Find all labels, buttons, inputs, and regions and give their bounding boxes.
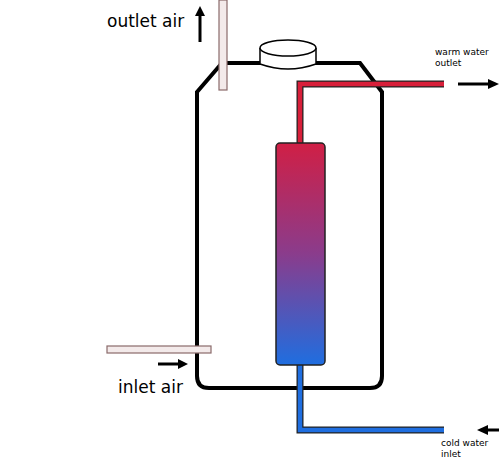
air-label: outlet air — [107, 11, 184, 31]
flow-arrow — [158, 363, 180, 366]
warm-water-pipe — [300, 84, 444, 145]
arrow-head — [477, 425, 488, 435]
warm-water-pipe-edge — [300, 84, 444, 145]
arrow-head — [195, 6, 205, 16]
water-label: cold water inlet — [441, 438, 499, 460]
arrow-head — [178, 359, 188, 369]
cold-water-pipe — [300, 363, 444, 430]
outlet-air-pipe — [219, 0, 227, 90]
heat-exchanger — [276, 143, 325, 365]
cold-water-pipe-edge — [300, 363, 444, 430]
inlet-air-pipe — [107, 346, 211, 353]
tank-cap — [260, 40, 316, 69]
water-label: warm water outlet — [435, 47, 493, 69]
tank-outline — [197, 63, 382, 388]
air-label: inlet air — [118, 377, 183, 397]
arrow-head — [488, 79, 499, 89]
flow-arrow — [458, 83, 490, 86]
flow-arrow — [199, 14, 202, 42]
